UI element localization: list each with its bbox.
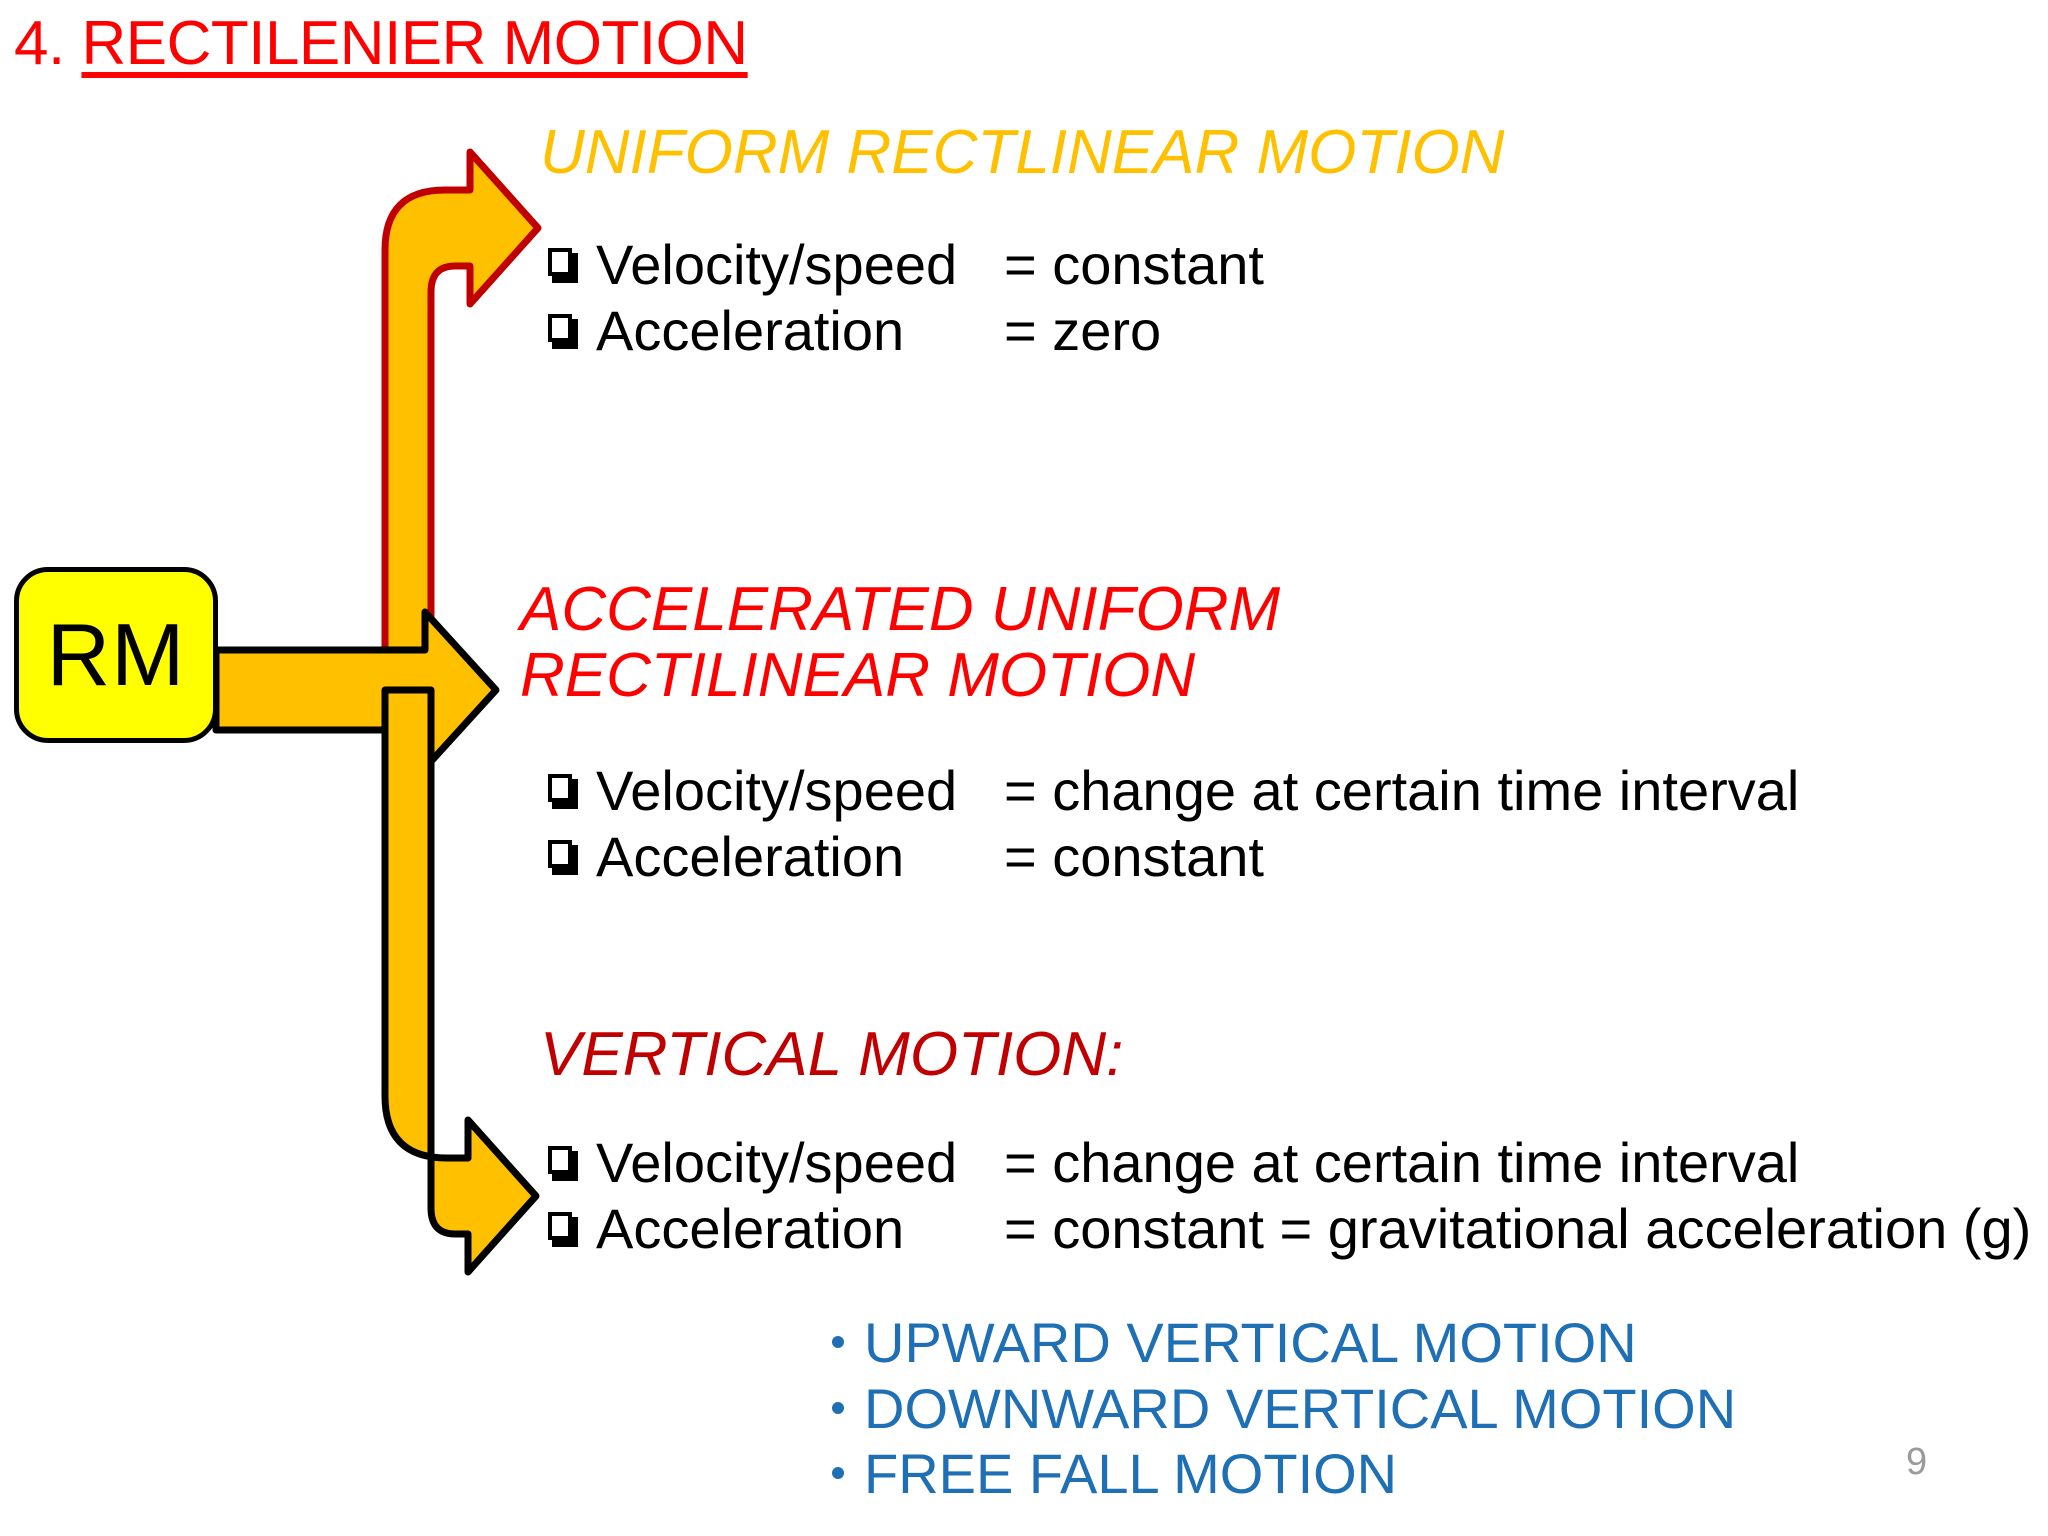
dot-bullet-icon — [832, 1336, 844, 1348]
list-item-label: DOWNWARD VERTICAL MOTION — [864, 1376, 1737, 1440]
arrow-to-accelerated-icon — [212, 608, 500, 772]
dot-bullet-icon — [832, 1467, 844, 1480]
bullet-key: Acceleration — [596, 1196, 905, 1260]
square-bullet-icon — [548, 248, 578, 283]
dot-bullet-icon — [832, 1401, 844, 1414]
rm-node-label: RM — [46, 605, 186, 704]
bullet-row: Acceleration = constant = gravitational … — [548, 1196, 2031, 1262]
bullet-row: Acceleration = zero — [548, 298, 1264, 364]
bullet-value: = constant = gravitational acceleration … — [1004, 1196, 2032, 1260]
section-heading-accelerated: ACCELERATED UNIFORM RECTILINEAR MOTION — [520, 577, 1280, 708]
bullet-list-vertical: Velocity/speed = change at certain time … — [548, 1130, 2031, 1261]
arrow-to-uniform-icon — [381, 148, 542, 694]
square-bullet-icon — [548, 774, 578, 809]
list-item: FREE FALL MOTION — [832, 1441, 1736, 1507]
bullet-key: Acceleration — [596, 824, 905, 888]
page-title: 4. RECTILENIER MOTION — [14, 8, 748, 79]
bullet-value: = constant — [1004, 824, 1264, 888]
bullet-key: Velocity/speed — [596, 1131, 958, 1194]
square-bullet-icon — [548, 839, 578, 875]
list-item-label: UPWARD VERTICAL MOTION — [864, 1311, 1637, 1374]
bullet-list-uniform: Velocity/speed = constant Acceleration =… — [548, 232, 1264, 363]
bullet-row: Velocity/speed = constant — [548, 232, 1264, 298]
page-number: 9 — [1906, 1441, 1928, 1483]
bullet-list-accelerated: Velocity/speed = change at certain time … — [548, 758, 1799, 889]
section-heading-accelerated-line2: RECTILINEAR MOTION — [520, 640, 1196, 710]
bullet-value: = change at certain time interval — [1004, 759, 1800, 822]
bullet-value: = zero — [1004, 298, 1162, 362]
bullet-value: = constant — [1004, 233, 1264, 296]
bullet-key: Acceleration — [596, 298, 905, 362]
list-item-label: FREE FALL MOTION — [864, 1442, 1398, 1506]
arrow-to-vertical-icon — [381, 686, 540, 1276]
title-text: RECTILENIER MOTION — [81, 9, 748, 78]
vertical-motion-sub-list: UPWARD VERTICAL MOTION DOWNWARD VERTICAL… — [832, 1310, 1736, 1507]
bullet-value: = change at certain time interval — [1004, 1131, 1800, 1194]
title-number: 4. — [14, 9, 65, 78]
bullet-row: Acceleration = constant — [548, 824, 1799, 890]
rm-node[interactable]: RM — [14, 567, 218, 743]
bullet-row: Velocity/speed = change at certain time … — [548, 1130, 2031, 1196]
square-bullet-icon — [548, 313, 578, 349]
square-bullet-icon — [548, 1211, 578, 1247]
bullet-row: Velocity/speed = change at certain time … — [548, 758, 1799, 824]
square-bullet-icon — [548, 1146, 578, 1181]
section-heading-accelerated-line1: ACCELERATED UNIFORM — [520, 575, 1281, 644]
list-item: UPWARD VERTICAL MOTION — [832, 1310, 1736, 1376]
bullet-key: Velocity/speed — [596, 233, 958, 296]
bullet-key: Velocity/speed — [596, 759, 958, 822]
section-heading-uniform: UNIFORM RECTLINEAR MOTION — [540, 118, 1505, 187]
list-item: DOWNWARD VERTICAL MOTION — [832, 1376, 1736, 1442]
section-heading-vertical: VERTICAL MOTION: — [540, 1020, 1124, 1089]
